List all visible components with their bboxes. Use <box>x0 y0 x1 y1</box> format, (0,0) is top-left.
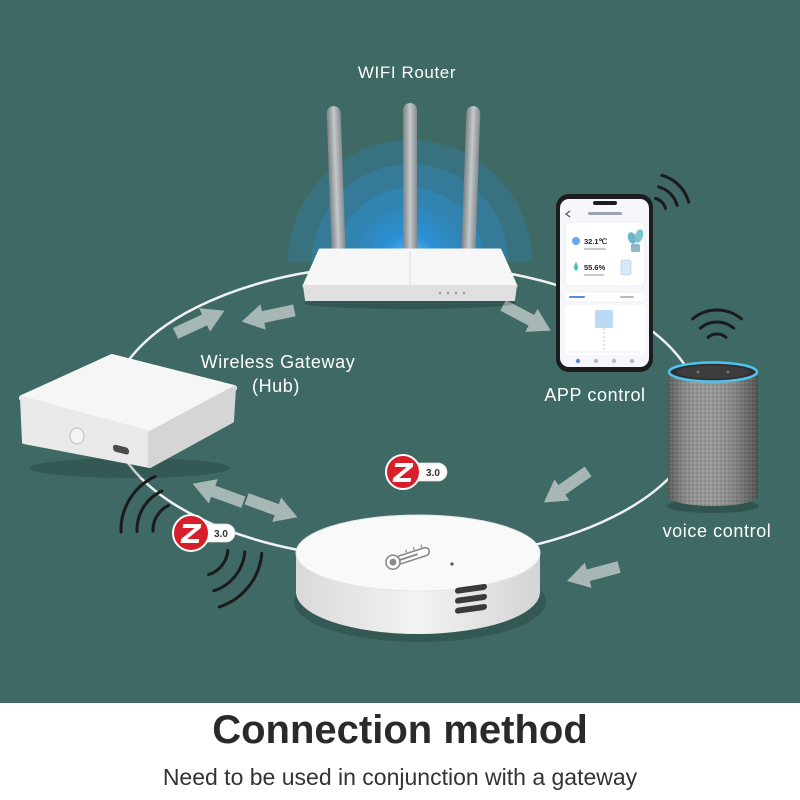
gateway-label: Wireless Gateway <box>201 352 356 372</box>
humidity-icon <box>574 262 578 271</box>
router-label: WIFI Router <box>358 63 456 82</box>
smart-speaker-icon <box>667 361 759 513</box>
speaker-light-ring <box>667 361 759 383</box>
signal-wave-arc <box>207 548 230 577</box>
router-body-front <box>303 285 517 301</box>
footer-title: Connection method <box>212 708 588 752</box>
phone-tabs <box>564 291 646 303</box>
temperature-icon <box>572 237 580 245</box>
hub-button-icon <box>69 427 85 445</box>
plant-icon <box>627 229 644 252</box>
hub-label: (Hub) <box>252 376 300 396</box>
hub-side <box>148 386 236 468</box>
router-antenna-left <box>326 106 346 265</box>
router-antenna-middle <box>403 103 417 263</box>
thermometer-icon <box>385 544 431 570</box>
sensor-vent-icon <box>455 583 487 614</box>
phone-signal-waves-icon <box>654 173 691 210</box>
signal-wave-arc <box>657 185 679 207</box>
chart-highlight <box>595 310 613 328</box>
footer-subtitle: Need to be used in conjunction with a ga… <box>163 764 638 790</box>
app-control-label: APP control <box>544 385 645 405</box>
smartphone-icon: 32.1℃ 55.6% <box>556 194 653 372</box>
back-chevron-icon <box>565 210 571 218</box>
signal-wave-arc <box>135 489 164 533</box>
nav-profile-icon <box>629 358 635 364</box>
zigbee-signal-waves-left-icon <box>119 475 171 534</box>
signal-wave-arc <box>119 475 157 534</box>
humidity-value: 55.6% <box>584 263 606 272</box>
zigbee-hub-icon <box>19 354 237 478</box>
hub-usb-port-icon <box>113 444 129 455</box>
zigbee-version-text: 3.0 <box>214 529 228 540</box>
nav-scene-icon <box>593 358 599 364</box>
sensor-card <box>564 221 646 287</box>
temperature-value: 32.1℃ <box>584 237 608 246</box>
nav-home-icon <box>575 358 581 364</box>
footer-background <box>0 703 800 800</box>
speaker-signal-waves-icon <box>691 308 743 339</box>
zigbee-signal-waves-bottom-icon <box>207 548 264 609</box>
voice-control-label: voice control <box>663 521 772 541</box>
signal-wave-arc <box>217 551 264 609</box>
zigbee-badge-center: 3.0 <box>385 454 448 490</box>
signal-wave-arc <box>654 197 667 210</box>
signal-wave-arc <box>691 308 743 321</box>
zigbee-version-text: 3.0 <box>426 468 440 479</box>
zigbee-badge-left: 3.0 <box>172 514 236 552</box>
signal-wave-arc <box>698 320 736 330</box>
nav-smart-icon <box>611 358 617 364</box>
signal-wave-arc <box>151 504 171 533</box>
switch-icon <box>620 259 632 276</box>
router-antenna-right <box>461 106 481 265</box>
signal-wave-arc <box>212 550 247 593</box>
wifi-router-icon <box>302 103 518 309</box>
sensor-indicator-light <box>450 562 454 566</box>
signal-wave-arc <box>706 332 728 339</box>
signal-wave-arc <box>660 173 691 204</box>
phone-chart <box>565 305 645 355</box>
temperature-humidity-sensor-icon <box>294 514 546 642</box>
